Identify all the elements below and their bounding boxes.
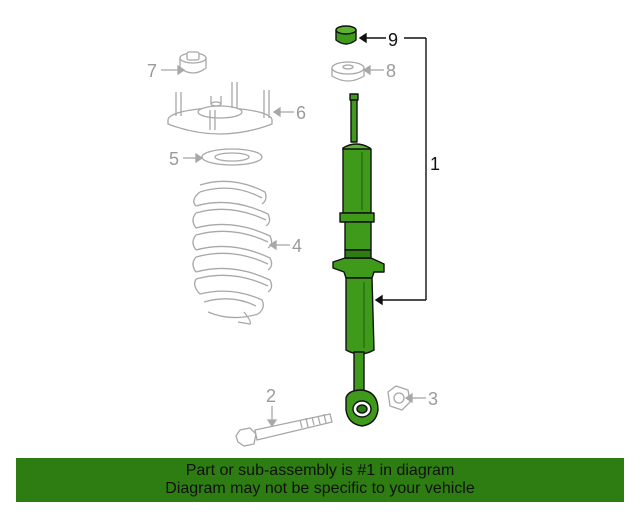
part-8-bushing xyxy=(331,61,365,82)
leader-5 xyxy=(183,152,204,164)
leader-2 xyxy=(266,406,278,428)
callout-1: 1 xyxy=(430,154,440,174)
leader-1 xyxy=(374,37,427,306)
part-4-coil-spring xyxy=(192,180,273,325)
leader-8 xyxy=(362,64,384,76)
part-6-upper-mount xyxy=(167,82,273,135)
leader-4 xyxy=(268,239,290,251)
banner-line-1: Part or sub-assembly is #1 in diagram xyxy=(185,462,455,479)
parts-diagram: 7 6 5 xyxy=(147,25,440,447)
part-1-strut-assembly xyxy=(332,93,385,427)
leader-3 xyxy=(404,392,426,404)
part-9-nut xyxy=(335,25,357,45)
callout-7: 7 xyxy=(147,61,157,81)
part-2-bolt xyxy=(235,413,333,447)
callout-4: 4 xyxy=(292,236,302,256)
callout-5: 5 xyxy=(169,149,179,169)
callout-8: 8 xyxy=(386,61,396,81)
banner-line-2: Diagram may not be specific to your vehi… xyxy=(165,480,475,497)
info-banner: Part or sub-assembly is #1 in diagram Di… xyxy=(16,458,624,502)
callout-2: 2 xyxy=(266,386,276,406)
part-5-spring-insulator xyxy=(201,148,263,166)
callout-9: 9 xyxy=(388,30,398,50)
leader-6 xyxy=(272,106,294,118)
callout-6: 6 xyxy=(296,103,306,123)
leader-9 xyxy=(358,32,386,44)
part-3-nut xyxy=(387,385,411,411)
callout-3: 3 xyxy=(428,389,438,409)
leader-7 xyxy=(161,64,186,76)
part-7-nut xyxy=(179,51,207,74)
